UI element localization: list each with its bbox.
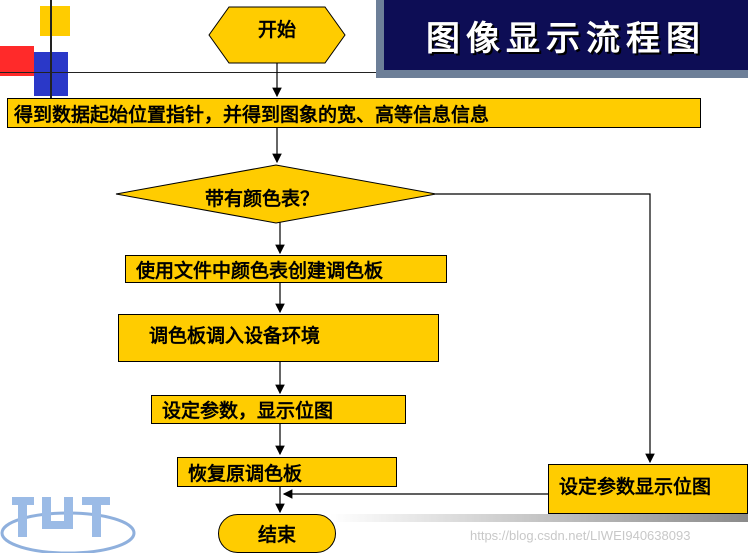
decision-node	[115, 164, 437, 224]
university-logo	[0, 497, 136, 553]
page-title: 图像显示流程图	[376, 0, 748, 78]
load-palette-label: 调色板调入设备环境	[149, 325, 321, 347]
decor-yellow-square	[40, 6, 70, 36]
load-palette-step: 调色板调入设备环境	[118, 314, 439, 362]
set-params-display-label: 设定参数，显示位图	[162, 400, 334, 422]
decor-horizontal-line	[0, 72, 380, 73]
create-palette-label: 使用文件中颜色表创建调色板	[136, 259, 384, 282]
restore-palette-label: 恢复原调色板	[188, 462, 303, 485]
decor-red-square	[0, 46, 34, 76]
decor-vertical-line	[50, 0, 52, 100]
decision-label: 带有颜色表？	[205, 188, 320, 210]
watermark-url: https://blog.csdn.net/LIWEI940638093	[470, 528, 691, 543]
get-info-label: 得到数据起始位置指针，并得到图象的宽、高等信息信息	[14, 103, 490, 126]
set-params-display-step: 设定参数，显示位图	[151, 395, 406, 424]
end-node: 结束	[218, 514, 336, 553]
get-info-step: 得到数据起始位置指针，并得到图象的宽、高等信息信息	[7, 98, 701, 128]
set-params-branch-step: 设定参数显示位图	[548, 464, 748, 514]
set-params-branch-label: 设定参数显示位图	[559, 476, 712, 498]
decor-gradient-bar	[330, 514, 748, 522]
create-palette-step: 使用文件中颜色表创建调色板	[125, 255, 447, 283]
restore-palette-step: 恢复原调色板	[177, 457, 397, 487]
start-label: 开始	[257, 19, 296, 41]
start-node	[208, 6, 346, 64]
end-label: 结束	[257, 524, 296, 546]
